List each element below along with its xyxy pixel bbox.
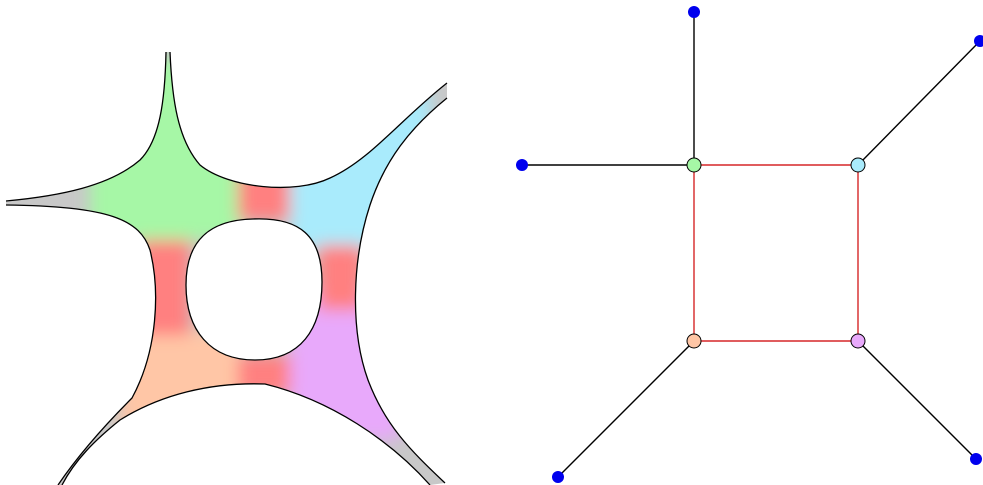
surface-outline-left xyxy=(5,204,157,485)
surface xyxy=(5,51,448,485)
node-bottom-left xyxy=(686,333,702,349)
leaf-node-bottom-right xyxy=(970,453,982,465)
region-top-right xyxy=(290,90,430,250)
surface-outline-right xyxy=(354,97,448,484)
leaf-node-top-right xyxy=(974,35,983,47)
surface-outline-bottom xyxy=(61,383,431,485)
connector-top xyxy=(238,170,290,220)
leaf-node-left xyxy=(516,159,528,171)
node-top-right xyxy=(850,157,866,173)
leaf-node-bottom-left xyxy=(552,471,564,483)
edge-leaf-bottom-right xyxy=(857,340,977,460)
edge-leaf-bottom-left xyxy=(557,340,695,478)
edge-leaf-top-right xyxy=(857,40,981,166)
connector-left xyxy=(140,240,190,335)
surface-outline-top-left xyxy=(5,51,167,202)
node-bottom-right xyxy=(850,333,866,349)
leaf-node-top xyxy=(688,6,700,18)
region-top-left xyxy=(90,60,240,240)
surface-outline-top xyxy=(169,51,448,188)
surface-hole xyxy=(185,218,323,361)
node-top-left xyxy=(686,157,702,173)
graph xyxy=(516,6,983,483)
